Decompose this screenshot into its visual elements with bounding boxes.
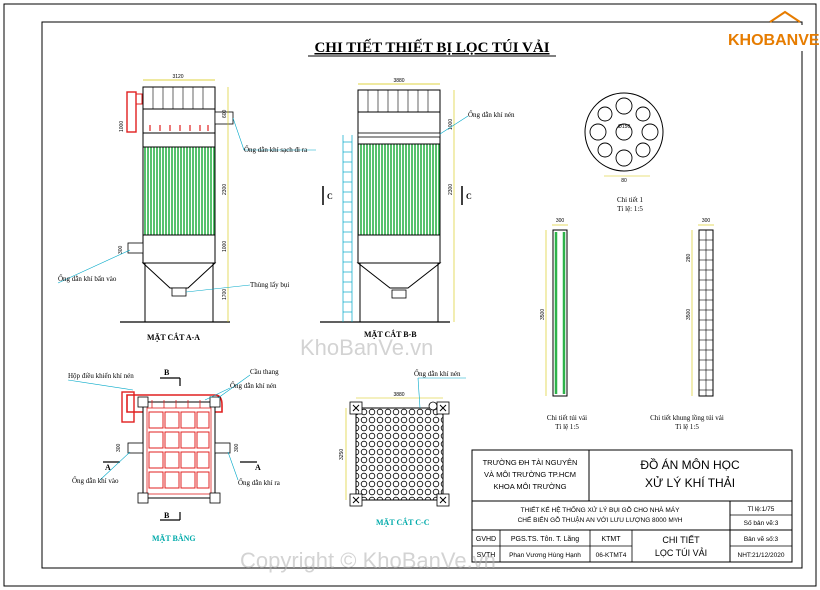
svg-text:KHOBANVE: KHOBANVE: [728, 32, 820, 49]
plan-view: B A A B 300 300: [67, 368, 281, 543]
title-block: TRƯỜNG ĐH TÀI NGUYÊN VÀ MÔI TRƯỜNG TP.HC…: [471, 449, 793, 563]
dim-frame-width: 300: [702, 218, 711, 224]
cut-mark-c-right: C: [466, 192, 472, 201]
label-detail-bag-scale: Tỉ lệ 1:5: [555, 423, 579, 431]
label-detail-1: Chi tiết 1: [617, 196, 644, 204]
label-inlet-plan: Ống dẫn khí vào: [72, 477, 119, 485]
section-a-a-title: MẶT CẮT A-A: [147, 332, 200, 342]
dim-bb-1000: 1000: [448, 119, 454, 130]
section-b-b: 3880 C C 1000 2300: [320, 78, 515, 339]
tb-gvhd-label: GVHD: [476, 536, 496, 543]
outer-border: [3, 3, 817, 587]
section-a-a: 3120 600: [57, 74, 316, 342]
section-c-c-title: MẶT CẮT C-C: [376, 517, 430, 527]
tb-sheet-no: Bản vẽ số:3: [744, 534, 779, 543]
tb-sheet-count: Số bản vẽ:3: [744, 518, 779, 527]
dim-frame-height: 3500: [686, 309, 692, 320]
label-detail-bag: Chi tiết túi vải: [547, 414, 587, 422]
label-dust-bin: Thùng lấy bụi: [250, 281, 289, 289]
dim-frame-top: 280: [686, 253, 692, 262]
dim-aa-1000: 1000: [222, 241, 228, 252]
tb-design-line2: CHẾ BIẾN GỖ THUẬN AN VỚI LƯU LƯỢNG 8000 …: [518, 514, 683, 524]
dim-detail1-hole: Ø150: [618, 124, 630, 130]
label-compressed-air-bb: Ống dẫn khí nén: [468, 111, 515, 119]
khobanve-logo: KHOBANVE: [727, 10, 820, 51]
dim-aa-1000-left: 1000: [119, 121, 125, 132]
tb-project-line1: ĐỒ ÁN MÔN HỌC: [640, 457, 740, 472]
watermark-center: KhoBanVe.vn: [300, 335, 433, 360]
tb-school-line2: VÀ MÔI TRƯỜNG TP.HCM: [484, 470, 576, 479]
detail-1-plate: Ø150 80 Chi tiết 1 Tỉ lệ: 1:5: [584, 92, 664, 213]
dim-aa-300: 300: [118, 245, 124, 254]
label-detail-frame: Chi tiết khung lồng túi vải: [650, 414, 724, 422]
dim-plan-300-left: 300: [116, 443, 122, 452]
tb-drawing-line1: CHI TIẾT: [662, 535, 700, 545]
cut-mark-a-left: A: [105, 463, 111, 472]
tb-project-line2: XỬ LÝ KHÍ THẢI: [645, 475, 735, 490]
dim-bb-2300: 2300: [448, 184, 454, 195]
cut-mark-c-left: C: [327, 192, 333, 201]
watermark-bottom: Copyright © KhoBanVe.vn: [240, 548, 496, 573]
tb-scale: Tỉ lệ:1/75: [748, 505, 775, 513]
dim-aa-2300: 2300: [222, 184, 228, 195]
label-clean-air-pipe: Ống dẫn khí sạch đi ra: [244, 146, 308, 154]
inner-border: [41, 21, 803, 569]
section-b-b-title: MẶT CẮT B-B: [364, 329, 417, 339]
tb-svth-name: Phan Vương Hùng Hạnh: [509, 552, 581, 559]
label-ladder: Cầu thang: [250, 368, 279, 376]
tb-svth-label: SVTH: [477, 552, 496, 559]
dim-bag-height: 3500: [540, 309, 546, 320]
dim-aa-600: 600: [222, 109, 228, 118]
dim-aa-1700: 1700: [222, 289, 228, 300]
cut-mark-b-bottom: B: [164, 511, 170, 520]
label-compressed-air-cc: Ống dẫn khí nén: [414, 370, 461, 378]
tb-date: NHT:21/12/2020: [738, 552, 785, 559]
label-detail-1-scale: Tỉ lệ: 1:5: [617, 205, 643, 213]
label-inlet-pipe-aa: Ống dẫn khí bẩn vào: [58, 275, 117, 283]
detail-bag: 300 3500 Chi tiết túi vải Tỉ lệ 1:5: [540, 218, 587, 431]
dim-bag-width: 300: [556, 218, 565, 224]
cut-mark-b-top: B: [164, 368, 170, 377]
tb-school-line3: KHOA MÔI TRƯỜNG: [493, 482, 566, 491]
dim-aa-width: 3120: [172, 74, 183, 80]
dim-plan-300-right: 300: [234, 443, 240, 452]
dim-bb-width: 3880: [393, 78, 404, 84]
drawing-title: CHI TIẾT THIẾT BỊ LỌC TÚI VẢI: [314, 39, 549, 56]
tb-school-line1: TRƯỜNG ĐH TÀI NGUYÊN: [483, 458, 578, 467]
label-outlet-plan: Ống dẫn khí ra: [238, 479, 281, 487]
section-plan-title: MẶT BẰNG: [152, 533, 196, 543]
tb-design-line1: THIẾT KẾ HỆ THỐNG XỬ LÝ BỤI GỖ CHO NHÀ M…: [521, 504, 680, 514]
dim-cc-height: 3250: [339, 449, 345, 460]
tb-gvhd-name: PGS.TS. Tôn. T. Lãng: [511, 536, 579, 543]
section-c-c: 3880 3250 Ống dẫn khí nén MẶT CẮT C-C: [339, 370, 466, 527]
detail-frame: 300 280 3500 Chi tiết khung lồng túi vải…: [650, 218, 724, 431]
label-control-box: Hộp điều khiển khí nén: [68, 372, 134, 380]
label-detail-frame-scale: Tỉ lệ 1:5: [675, 423, 699, 431]
tb-ktmt: KTMT: [601, 536, 621, 543]
dim-cc-width: 3880: [393, 392, 404, 398]
tb-class: 06-KTMT4: [596, 552, 627, 559]
tb-drawing-line2: LỌC TÚI VẢI: [655, 547, 707, 558]
cut-mark-a-right: A: [255, 463, 261, 472]
label-compressed-air-plan: Ống dẫn khí nén: [230, 382, 277, 390]
dim-detail1-80: 80: [621, 178, 627, 184]
